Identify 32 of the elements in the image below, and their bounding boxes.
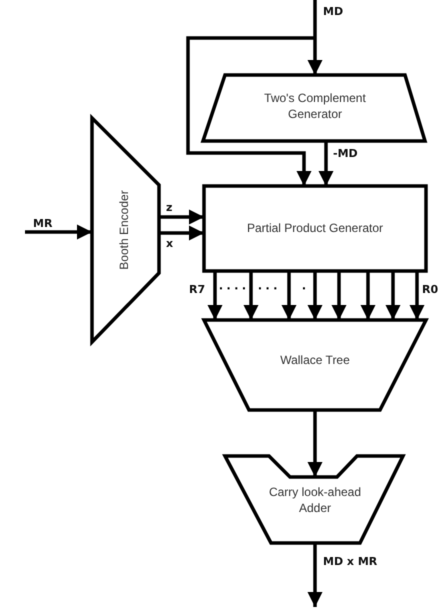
block-label: Booth Encoder (116, 189, 132, 272)
arrow (308, 0, 322, 75)
arrow (159, 226, 204, 240)
arrow (25, 224, 92, 240)
signal-label: z (165, 202, 174, 214)
signal-label: R7 (188, 284, 206, 296)
signal-label: -MD (332, 148, 359, 160)
signal-label: MR (32, 218, 54, 230)
signal-label: MD x MR (322, 556, 378, 568)
block-label: Two's Complement Generator (263, 90, 367, 123)
ellipsis-dots: · (302, 282, 310, 294)
arrow (308, 543, 322, 607)
ellipsis-dots: ···· (219, 282, 250, 294)
arrow (186, 36, 315, 186)
signal-label: MD (322, 6, 344, 18)
arrow (308, 271, 322, 320)
arrow (410, 271, 424, 320)
arrow (208, 271, 222, 320)
arrow (159, 210, 204, 224)
arrow (318, 141, 334, 186)
ellipsis-dots: ··· (258, 282, 281, 294)
signal-label: x (165, 238, 174, 250)
arrow (386, 271, 400, 320)
arrow (360, 271, 376, 320)
signal-label: R0 (421, 284, 439, 296)
arrow (282, 271, 296, 320)
block-label: Wallace Tree (279, 352, 351, 369)
arrow (332, 271, 346, 320)
arrow (244, 271, 258, 320)
block-label: Partial Product Generator (246, 220, 384, 237)
arrow (308, 410, 322, 477)
block-label: Carry look-ahead Adder (268, 484, 362, 517)
